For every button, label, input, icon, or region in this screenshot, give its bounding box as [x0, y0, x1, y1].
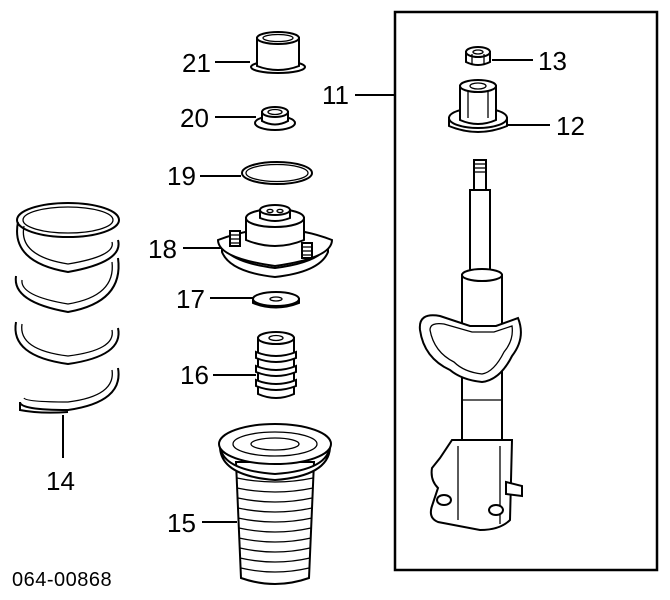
callout-15: 15 [167, 508, 196, 538]
callout-18: 18 [148, 234, 177, 264]
callout-13: 13 [538, 46, 567, 76]
callout-20: 20 [180, 103, 209, 133]
callout-21: 21 [182, 48, 211, 78]
lock-nut-icon [465, 46, 491, 66]
mount-bushing-icon [448, 79, 508, 133]
seat-washer-icon [254, 106, 296, 131]
callout-17: 17 [176, 284, 205, 314]
bump-cap-icon [250, 31, 306, 74]
reference-code: 064-00868 [12, 569, 112, 591]
o-ring-icon [241, 161, 313, 185]
leader-lines [62, 59, 550, 523]
dust-boot-icon [218, 423, 332, 585]
strut-assembly-icon [418, 159, 523, 532]
callout-16: 16 [180, 360, 209, 390]
strut-assembly-frame [393, 10, 659, 572]
strut-mount-icon [216, 204, 334, 279]
callout-19: 19 [167, 161, 196, 191]
callout-12: 12 [556, 111, 585, 141]
flat-washer-icon [252, 291, 300, 309]
callout-14: 14 [46, 466, 75, 496]
bump-stop-icon [255, 331, 297, 399]
callout-11: 11 [322, 80, 349, 110]
coil-spring-icon [14, 202, 120, 414]
